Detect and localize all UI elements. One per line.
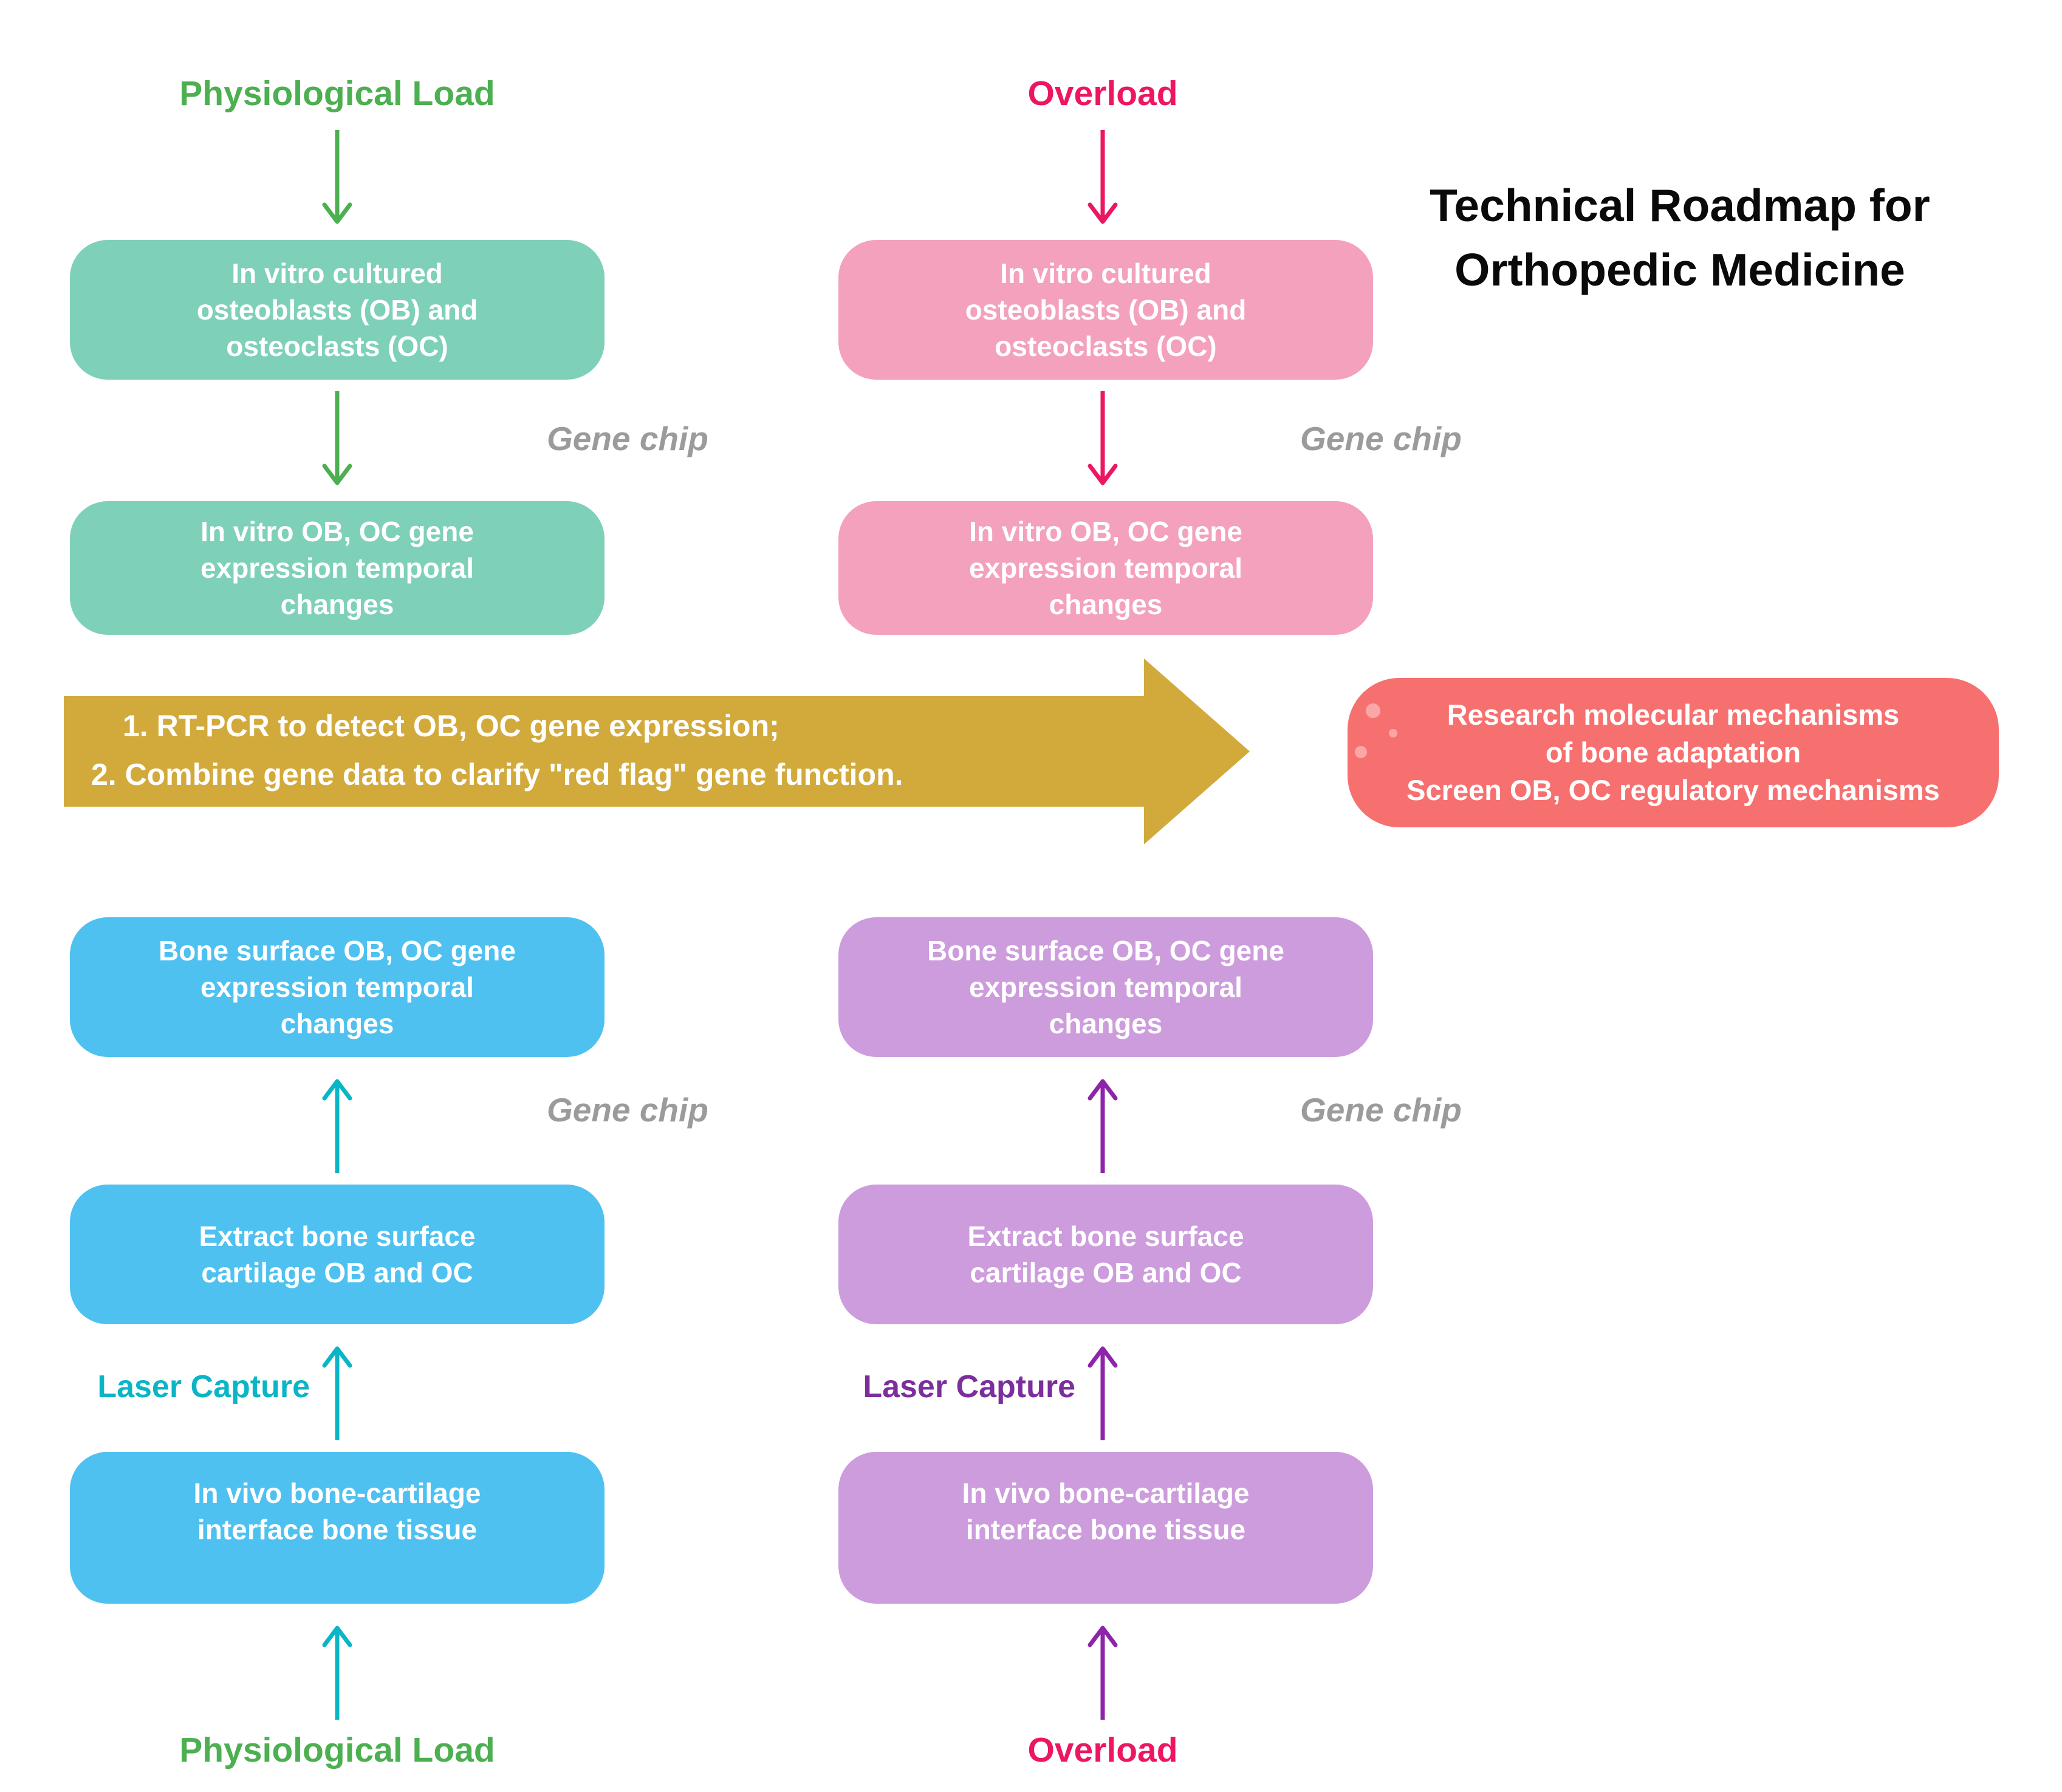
box-extract-cartilage-left: Extract bone surface cartilage OB and OC <box>70 1185 605 1324</box>
decor-dot <box>1366 703 1380 718</box>
page-title: Technical Roadmap for Orthopedic Medicin… <box>1367 173 1993 302</box>
laser-capture-label-right: Laser Capture <box>863 1369 1075 1404</box>
box-invitro-cultured-left: In vitro cultured osteoblasts (OB) and o… <box>70 240 605 380</box>
process-arrow-icon <box>64 658 1250 844</box>
box-invitro-cultured-right: In vitro cultured osteoblasts (OB) and o… <box>838 240 1373 380</box>
box-extract-cartilage-right: Extract bone surface cartilage OB and OC <box>838 1185 1373 1324</box>
gene-chip-label-top-left: Gene chip <box>547 420 708 457</box>
source-label-overload-top: Overload <box>1027 74 1178 113</box>
process-arrow-text: 1. RT-PCR to detect OB, OC gene expressi… <box>91 702 903 799</box>
box-bone-surface-expression-left: Bone surface OB, OC gene expression temp… <box>70 917 605 1057</box>
outcome-box-text: Research molecular mechanisms of bone ad… <box>1406 699 1940 806</box>
arrow-down-icon <box>1088 391 1118 485</box>
box-invivo-tissue-right: In vivo bone-cartilage interface bone ti… <box>838 1452 1373 1604</box>
arrow-up-icon <box>322 1079 352 1173</box>
source-label-physiological-load-bottom: Physiological Load <box>179 1731 495 1770</box>
box-bone-surface-expression-right: Bone surface OB, OC gene expression temp… <box>838 917 1373 1057</box>
box-invitro-expression-left: In vitro OB, OC gene expression temporal… <box>70 501 605 635</box>
box-invivo-tissue-left: In vivo bone-cartilage interface bone ti… <box>70 1452 605 1604</box>
source-label-physiological-load-top: Physiological Load <box>179 74 495 113</box>
arrow-down-icon <box>1088 130 1118 224</box>
page-title-line-2: Orthopedic Medicine <box>1454 244 1905 295</box>
arrow-down-icon <box>322 130 352 224</box>
arrow-down-icon <box>322 391 352 485</box>
decor-dot <box>1355 746 1367 758</box>
arrow-up-icon <box>322 1346 352 1440</box>
source-label-overload-bottom: Overload <box>1027 1731 1178 1770</box>
process-step-1: 1. RT-PCR to detect OB, OC gene expressi… <box>123 709 779 743</box>
arrow-up-icon <box>1088 1626 1118 1720</box>
decor-dot <box>1389 729 1397 737</box>
laser-capture-label-left: Laser Capture <box>97 1369 310 1404</box>
process-step-2: 2. Combine gene data to clarify "red fla… <box>91 757 903 792</box>
gene-chip-label-bottom-left: Gene chip <box>547 1091 708 1129</box>
arrow-up-icon <box>322 1626 352 1720</box>
page-title-line-1: Technical Roadmap for <box>1430 180 1930 231</box>
box-invitro-expression-right: In vitro OB, OC gene expression temporal… <box>838 501 1373 635</box>
arrow-up-icon <box>1088 1346 1118 1440</box>
gene-chip-label-bottom-right: Gene chip <box>1300 1091 1462 1129</box>
outcome-box: Research molecular mechanisms of bone ad… <box>1348 678 1999 827</box>
gene-chip-label-top-right: Gene chip <box>1300 420 1462 457</box>
arrow-up-icon <box>1088 1079 1118 1173</box>
